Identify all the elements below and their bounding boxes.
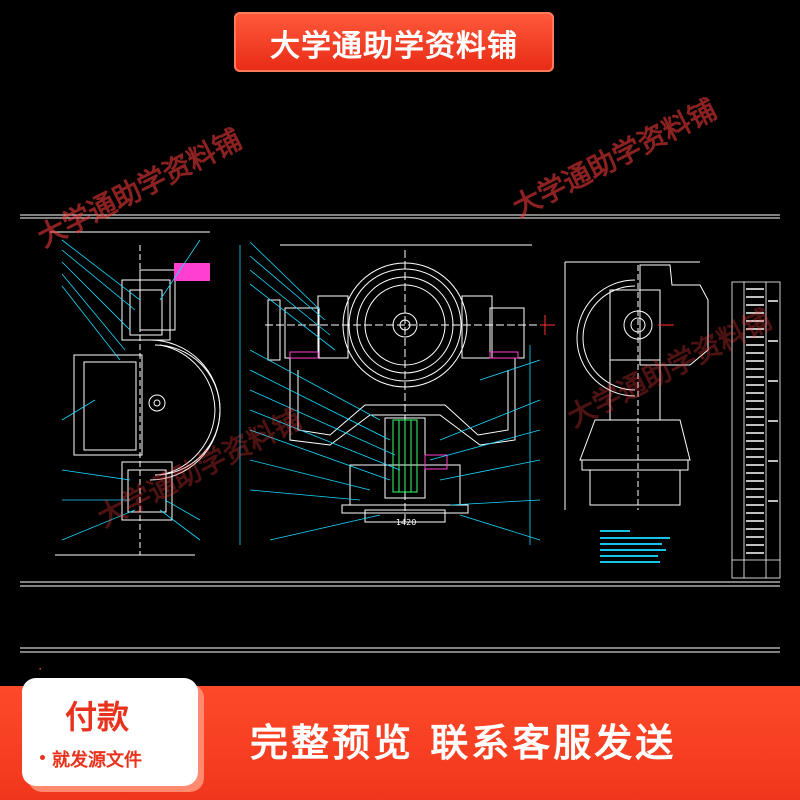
payment-title: 付款 — [64, 698, 129, 736]
footer-message: 完整预览 联系客服发送 — [250, 721, 677, 765]
shop-banner: 大学通助学资料铺 — [234, 12, 554, 72]
middle-callout-leaders — [239, 241, 541, 545]
parts-table — [731, 281, 781, 579]
payment-subtitle: 就发源文件 — [52, 750, 142, 771]
shop-banner-title: 大学通助学资料铺 — [270, 29, 518, 64]
left-callout-leaders — [61, 239, 201, 541]
front-view — [265, 244, 550, 525]
magenta-parts-list — [174, 263, 210, 281]
side-view — [564, 261, 709, 510]
dimension-label: 1420 — [396, 518, 416, 527]
payment-card[interactable]: 付款 就发源文件 — [22, 678, 198, 786]
bullet-icon — [40, 755, 45, 760]
left-section-view — [50, 231, 221, 556]
decorative-mark: ⠁ — [38, 668, 46, 679]
technical-notes — [600, 530, 670, 563]
parts-table-rows — [746, 288, 778, 554]
